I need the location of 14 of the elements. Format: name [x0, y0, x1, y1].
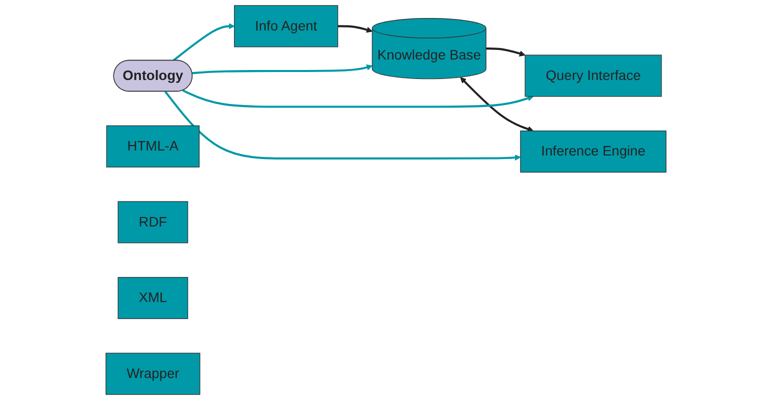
node-box: Wrapper	[106, 352, 200, 395]
arrow	[338, 25, 373, 33]
node-box: HTML-A	[106, 125, 200, 168]
arrow	[486, 48, 526, 56]
node-box: Query Interface	[524, 54, 662, 97]
node-box: XML	[118, 276, 188, 320]
node-box: RDF	[118, 201, 188, 244]
arrow	[460, 77, 534, 132]
node-box: Inference Engine	[520, 130, 666, 173]
arrow	[164, 90, 521, 161]
arrow	[172, 23, 235, 62]
arrow	[192, 64, 373, 74]
arrow	[182, 90, 534, 108]
node-box: Info Agent	[234, 5, 338, 48]
